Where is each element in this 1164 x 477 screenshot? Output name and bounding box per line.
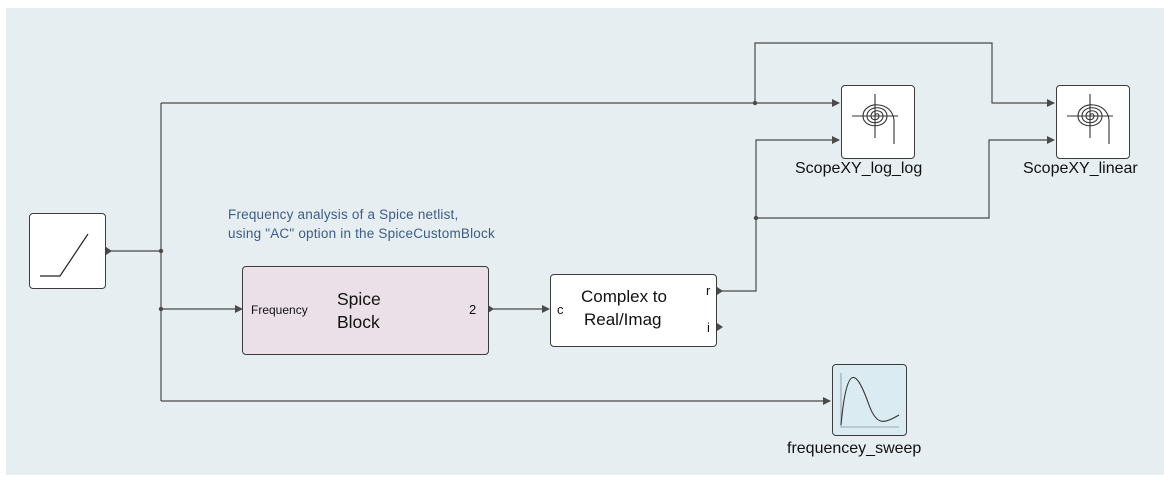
junction-dot: [158, 306, 164, 312]
scope-xy-log-log-block[interactable]: [841, 85, 915, 159]
ramp-icon: [40, 233, 89, 277]
output-port-arrow: [717, 323, 723, 331]
junction-dot: [752, 100, 758, 106]
complex-output-port-i-label: i: [707, 320, 710, 335]
output-port-arrow: [106, 247, 112, 255]
spiral-icon: [1067, 94, 1113, 144]
junction-dot: [753, 215, 759, 221]
complex-block-title-2: Real/Imag: [584, 310, 662, 329]
wire-real-to-scope-log-y[interactable]: [717, 136, 840, 292]
output-port-arrow: [488, 305, 494, 313]
wire-to-scope-linear-x[interactable]: [754, 42, 1055, 107]
complex-to-real-imag-block[interactable]: c Complex to Real/Imag r i: [550, 274, 717, 347]
diagram-canvas: Frequency analysis of a Spice netlist, u…: [6, 8, 1164, 475]
frequency-sweep-label: frequencey_sweep: [787, 440, 922, 457]
spice-input-port-label: Frequency: [251, 303, 308, 317]
complex-block-title-1: Complex to: [581, 287, 667, 306]
spice-block-title-1: Spice: [337, 289, 381, 309]
wire-real-to-scope-linear-y[interactable]: [756, 136, 1055, 219]
spiral-icon: [852, 94, 898, 144]
ramp-source-block[interactable]: [29, 213, 106, 289]
spice-block[interactable]: Frequency Spice Block 2: [242, 266, 489, 355]
scope-xy-linear-label: ScopeXY_linear: [1023, 160, 1138, 177]
frequency-sweep-scope-block[interactable]: [832, 364, 907, 436]
scope-xy-log-log-label: ScopeXY_log_log: [795, 160, 923, 177]
complex-output-port-r-label: r: [706, 283, 711, 298]
complex-input-port-label: c: [557, 302, 564, 317]
annotation-line-1: Frequency analysis of a Spice netlist,: [228, 207, 459, 222]
spice-output-port-label: 2: [469, 302, 477, 317]
signal-wires: [106, 42, 1055, 405]
output-port-arrow: [717, 287, 723, 295]
spice-block-title-2: Block: [337, 312, 380, 332]
junction-dot: [158, 248, 164, 254]
waveform-icon: [840, 373, 900, 428]
scope-xy-linear-block[interactable]: [1056, 85, 1130, 159]
annotation-line-2: using "AC" option in the SpiceCustomBloc…: [228, 226, 495, 241]
